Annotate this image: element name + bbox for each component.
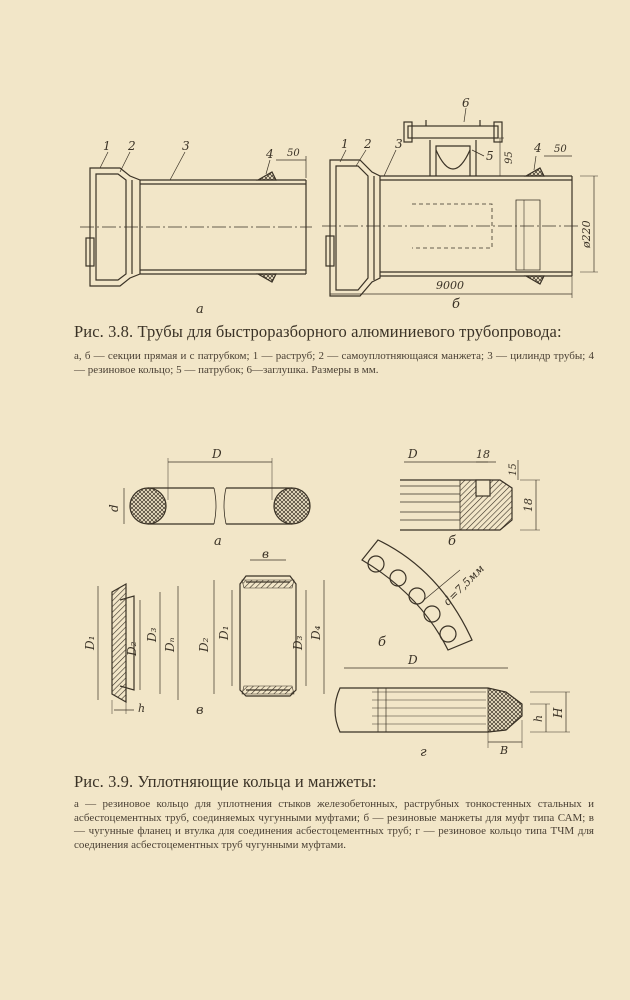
g-B: B	[499, 744, 508, 757]
b-18: 18	[522, 498, 535, 512]
dim-95: 95	[504, 151, 515, 164]
arc-sub: б	[378, 635, 386, 650]
v-sub: в	[196, 703, 204, 718]
rubber-ring-g	[334, 667, 570, 748]
b-D: D	[407, 447, 418, 461]
dim-220: ø220	[580, 220, 593, 249]
label-5b: 5	[486, 149, 494, 163]
v-D2: D₂	[125, 641, 139, 657]
v-b: в	[262, 547, 269, 561]
v2-D3: D₃	[291, 635, 305, 651]
a-sub: а	[214, 534, 222, 549]
fig38-labels: 1 2 3 4 50 а 1 2 3 4 5 6 50 95 ø220 9000…	[103, 96, 593, 317]
sub-label-a: а	[196, 302, 204, 317]
rubber-ring-a	[123, 458, 311, 525]
g-D: D	[407, 653, 418, 667]
a-D: D	[211, 447, 222, 461]
pipe-section-branch	[322, 107, 598, 298]
label-2b: 2	[363, 137, 372, 151]
sub-label-b: б	[452, 297, 460, 312]
v-D1: D₁	[83, 636, 97, 651]
b-sub: б	[448, 534, 456, 549]
sleeve-v	[213, 559, 325, 697]
dim-50a: 50	[287, 148, 300, 159]
b-15: 15	[508, 463, 519, 476]
fig38-title: Рис. 3.8. Трубы для быстроразборного алю…	[74, 322, 562, 341]
v2-D1: D₁	[217, 626, 231, 641]
label-4a: 4	[265, 147, 274, 161]
label-2a: 2	[127, 139, 136, 153]
v2-D2: D₂	[197, 637, 211, 653]
fig38-caption: а, б — секции прямая и с патрубком; 1 — …	[74, 350, 594, 376]
g-sub: г	[420, 745, 427, 760]
v-h: h	[138, 702, 145, 715]
fig39-caption: а — резиновое кольцо для уплотнения стык…	[74, 798, 594, 851]
dim-50b: 50	[554, 144, 567, 155]
fig39-title: Рис. 3.9. Уплотняющие кольца и манжеты:	[74, 772, 377, 791]
arc-d: d=7,5мм	[441, 562, 487, 608]
rubber-cuff-b	[400, 460, 540, 531]
v-Dn: Dₙ	[163, 637, 177, 653]
b-18-top: 18	[476, 448, 490, 461]
label-1a: 1	[103, 139, 111, 153]
v-D3: D₃	[145, 627, 159, 643]
label-3a: 3	[182, 139, 190, 153]
a-d: d	[107, 504, 121, 512]
label-6b: 6	[462, 96, 470, 110]
label-1b: 1	[341, 137, 349, 151]
cuff-arc-segment	[361, 539, 473, 651]
dim-9000: 9000	[436, 279, 464, 292]
label-4b: 4	[533, 141, 542, 155]
v2-D4: D₄	[309, 625, 323, 641]
flange-v	[97, 582, 179, 714]
label-3b: 3	[395, 137, 403, 151]
g-H: H	[551, 707, 565, 719]
g-h: h	[532, 715, 545, 722]
pipe-section-straight	[80, 151, 312, 287]
